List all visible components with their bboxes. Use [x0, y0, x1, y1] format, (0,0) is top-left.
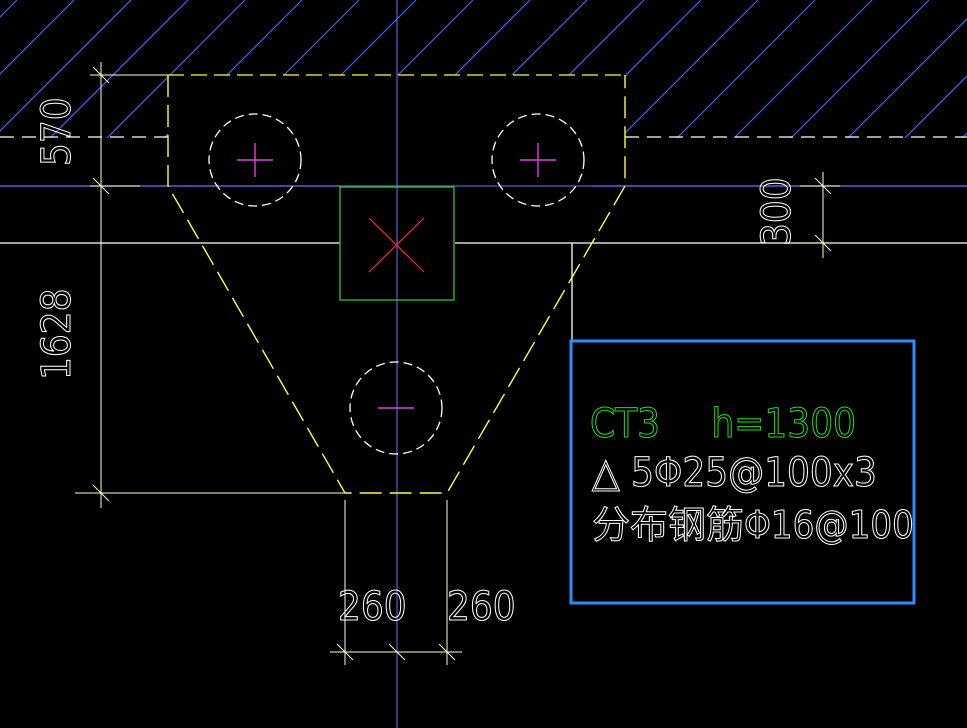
hatch-line — [676, 0, 816, 138]
dim-260-right: 260 — [447, 584, 516, 630]
wall-hatch — [0, 0, 967, 160]
hatch-line — [625, 0, 702, 77]
hatch-line — [826, 0, 967, 160]
pile-cap-outline — [167, 75, 626, 494]
dimension-texts: 570 1628 300 260 260 — [34, 97, 801, 631]
rebar-distribution: 分布钢筋Φ16@100 — [592, 503, 914, 547]
hatch-line — [733, 0, 873, 138]
hatch-line — [883, 0, 967, 160]
hatch-line — [0, 0, 75, 75]
hatch-line — [0, 0, 18, 18]
hatch-line — [847, 18, 967, 138]
dim-1628: 1628 — [34, 288, 80, 380]
dim-570: 570 — [34, 97, 80, 166]
hatch-line — [340, 0, 417, 75]
wall-lines — [0, 74, 967, 340]
hatch-line — [826, 0, 967, 160]
hatch-line — [0, 0, 132, 132]
pile-right — [491, 113, 585, 207]
hatch-line — [0, 0, 17, 160]
hatch-line — [568, 15, 628, 75]
pile-bottom — [349, 361, 443, 455]
hatch-line — [790, 0, 930, 138]
hatch-line — [106, 76, 168, 138]
annotation-box[interactable]: CT3 h=1300 △ 5Φ25@100x3 分布钢筋Φ16@100 — [569, 339, 916, 605]
hatch-line — [226, 0, 303, 75]
rebar-main: △ 5Φ25@100x3 — [592, 450, 877, 496]
hatch-line — [0, 0, 17, 160]
hatch-line — [49, 19, 168, 138]
piles — [208, 113, 585, 455]
hatch-line — [883, 0, 967, 160]
hatch-line — [397, 0, 474, 75]
hatch-line — [454, 0, 531, 75]
cap-name: CT3 — [590, 401, 660, 447]
hatch-line — [904, 75, 967, 138]
hatch-line — [169, 0, 246, 75]
column — [339, 186, 455, 301]
pile-left — [208, 113, 302, 207]
cap-height: h=1300 — [711, 401, 856, 447]
dim-300: 300 — [754, 177, 800, 246]
dimension-lines — [75, 62, 840, 665]
svg-text:CT3 h=1300: CT3 h=1300 — [590, 401, 856, 447]
hatch-line — [625, 0, 759, 134]
hatch-line — [283, 0, 360, 75]
hatch-line — [511, 0, 588, 75]
dim-260-left: 260 — [338, 584, 407, 630]
